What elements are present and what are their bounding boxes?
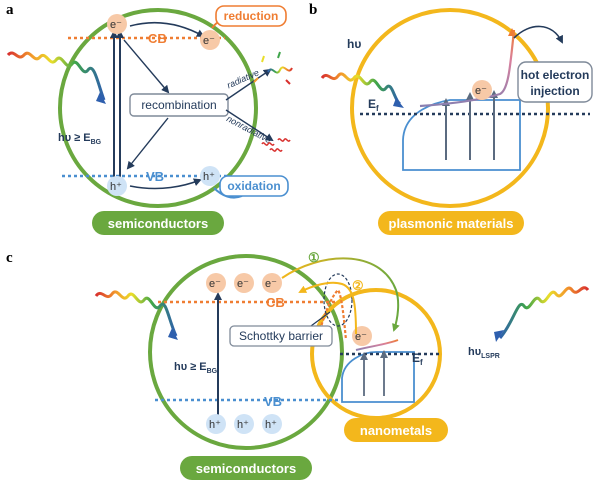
photon-arrowhead <box>96 92 106 104</box>
panel-a-label: a <box>6 2 14 18</box>
electron-bubble-c2 <box>234 273 254 293</box>
semiconductor-circle-c <box>148 254 344 450</box>
surface-electron-bubble <box>200 30 220 50</box>
photon-label-c-left: hυ ≥ EBG <box>174 361 218 375</box>
photon-arrowhead-c-right <box>494 330 504 342</box>
oxidation-box <box>219 175 289 197</box>
surface-hole-bubble <box>200 166 220 186</box>
nonradiative-arrow <box>225 109 274 142</box>
metal-dos-box <box>341 351 415 403</box>
semiconductors-pill <box>92 211 224 235</box>
hole-bubble-c3 <box>262 414 282 434</box>
surface-electron-label: e⁻ <box>203 35 215 47</box>
recombination-arrow-out <box>126 117 169 170</box>
panel-a: a hυ ≥ EBG CB VB e⁻ h⁺ e⁻ reduction h⁺ o… <box>6 2 293 235</box>
dos-box <box>402 99 521 171</box>
emission-sparkles <box>253 51 291 85</box>
photon-arrowhead-c-left <box>168 328 178 340</box>
electron-group-c: e⁻ e⁻ e⁻ <box>206 273 282 293</box>
recombination-label: recombination <box>141 98 216 112</box>
semiconductors-pill-c <box>180 456 312 480</box>
barrier-curve <box>318 288 348 341</box>
path-1-label: ① <box>308 250 320 265</box>
injection-box <box>517 61 593 103</box>
hole-bubble-c1 <box>206 414 226 434</box>
fermi-label-c: Ef <box>412 351 423 367</box>
cb-label-c: CB <box>266 295 285 310</box>
photon-wave-c-left <box>94 290 178 337</box>
photon-arrowhead-b <box>393 98 404 108</box>
hole-bubble <box>107 176 127 196</box>
hole-label-c2: h⁺ <box>237 419 249 431</box>
fermi-label-b: Ef <box>368 97 379 113</box>
electron-transfer-arrow <box>129 22 205 37</box>
electron-label: e⁻ <box>110 19 122 31</box>
metal-hot-curve <box>355 339 399 351</box>
electron-label-c2: e⁻ <box>237 278 249 290</box>
electron-label-c3: e⁻ <box>265 278 277 290</box>
metal-electron-bubble <box>352 326 372 346</box>
vb-label-c: VB <box>264 394 282 409</box>
panel-b: b hυ Ef e⁻ hot electron injection plasmo… <box>309 2 593 235</box>
nanometals-pill <box>344 418 448 442</box>
heat-squiggles <box>261 138 291 152</box>
photon-label-c-right: hυLSPR <box>468 346 500 360</box>
hole-group-c: h⁺ h⁺ h⁺ <box>206 414 282 434</box>
schottky-barrier-box <box>229 325 333 347</box>
plasmonic-materials-pill <box>378 211 524 235</box>
semiconductors-label: semiconductors <box>108 216 208 231</box>
panel-b-label: b <box>309 2 317 18</box>
electron-bubble-c3 <box>262 273 282 293</box>
hole-label-c3: h⁺ <box>265 419 277 431</box>
recombination-arrow-in <box>123 39 170 94</box>
injection-label-2: injection <box>530 84 579 98</box>
hole-label-c1: h⁺ <box>209 419 221 431</box>
photon-energy-label: hυ ≥ EBG <box>58 132 102 146</box>
injection-label-1: hot electron <box>521 68 590 82</box>
hot-electron-label: e⁻ <box>475 85 487 97</box>
photon-wave-c-right <box>498 286 590 339</box>
injection-arrow <box>513 25 563 44</box>
reduction-label: reduction <box>224 9 279 23</box>
hot-electron-bubble <box>472 80 492 100</box>
semiconductors-label-c: semiconductors <box>196 461 296 476</box>
electron-bubble <box>107 14 127 34</box>
recombination-box <box>129 93 229 117</box>
cb-label: CB <box>148 31 167 46</box>
oxidation-label: oxidation <box>227 179 280 193</box>
path-2-label: ② <box>352 278 364 293</box>
photon-label-b: hυ <box>347 37 361 51</box>
radiative-arrow <box>225 68 272 101</box>
metal-electron-label: e⁻ <box>355 331 367 343</box>
plasmonic-circle <box>350 8 550 208</box>
hole-bubble-c2 <box>234 414 254 434</box>
semiconductor-circle <box>58 8 258 208</box>
barrier-highlight <box>323 273 353 327</box>
plasmonic-materials-label: plasmonic materials <box>389 216 514 231</box>
surface-hole-label: h⁺ <box>203 171 215 183</box>
nanometals-label: nanometals <box>360 423 432 438</box>
transfer-path-2 <box>298 281 357 335</box>
electron-label-c1: e⁻ <box>209 278 221 290</box>
transfer-path-1 <box>281 257 400 332</box>
panel-c-label: c <box>6 250 13 266</box>
panel-c: c hυ ≥ EBG hυLSPR CB VB e⁻ e⁻ e⁻ h⁺ <box>6 250 590 480</box>
reduction-box <box>215 5 287 27</box>
electron-bubble-c1 <box>206 273 226 293</box>
photon-wave <box>6 51 106 101</box>
hole-transfer-arrow <box>129 178 202 190</box>
hole-label: h⁺ <box>110 181 122 193</box>
schottky-barrier-label: Schottky barrier <box>239 329 323 343</box>
emitted-photon-wave <box>267 66 293 74</box>
hot-electron-curve <box>419 29 516 108</box>
photon-wave-b <box>320 72 402 106</box>
vb-label: VB <box>146 169 164 184</box>
